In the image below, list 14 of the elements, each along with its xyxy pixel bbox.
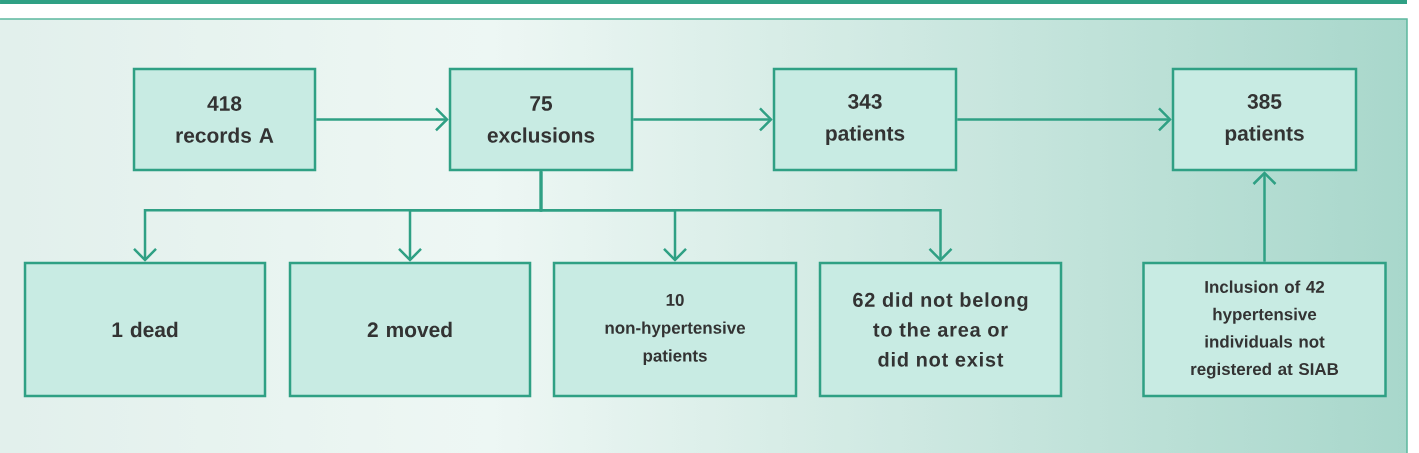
arrow xyxy=(1252,171,1277,262)
flow-box: 343 patients xyxy=(772,67,958,172)
arrow xyxy=(539,171,953,262)
flow-box: 1 dead xyxy=(23,261,267,398)
arrow xyxy=(957,107,1172,132)
flow-box: 418 records A xyxy=(132,67,317,172)
arrow xyxy=(316,107,449,132)
flow-box: 385 patients xyxy=(1171,67,1358,172)
flow-box: Inclusion of 42 hypertensive individuals not registered at SIAB xyxy=(1142,261,1387,398)
flow-box: 2 moved xyxy=(288,261,532,398)
flow-box: 10 non-hypertensive patients xyxy=(552,261,798,398)
flow-box: 75 exclusions xyxy=(448,67,634,172)
flow-box: 62 did not belong to the area or did not exist xyxy=(818,261,1063,398)
arrow xyxy=(633,107,773,132)
